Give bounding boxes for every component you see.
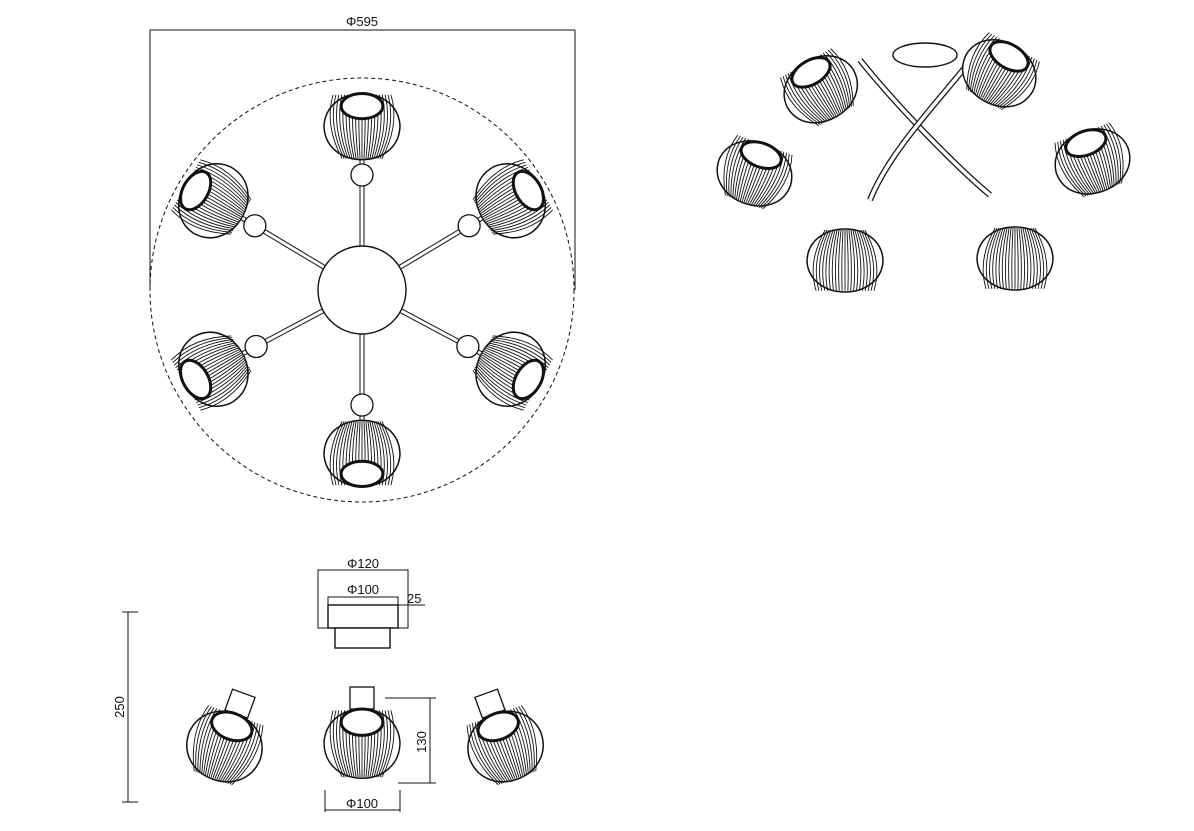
lamp-shade	[171, 159, 252, 239]
lamp-shade	[806, 228, 884, 293]
lamp-shade	[323, 92, 401, 161]
lamp-shade	[1054, 122, 1131, 198]
shade-height-label: 130	[414, 731, 429, 753]
socket	[457, 214, 481, 238]
top-view: Φ595	[149, 14, 576, 503]
canopy-inner-label: Φ100	[347, 582, 379, 597]
socket	[349, 686, 375, 710]
canopy-height-label: 25	[407, 591, 421, 606]
diameter-label: Φ595	[346, 14, 378, 29]
side-view: Φ120 Φ100 25 250 130 Φ100	[112, 556, 544, 812]
perspective-view	[716, 32, 1131, 293]
lamp-shade	[186, 705, 264, 786]
perspective-shades	[716, 32, 1131, 293]
canopy-hub	[317, 245, 407, 335]
top-view-shades	[171, 92, 553, 488]
total-height-label: 250	[112, 696, 127, 718]
lamp-shade	[171, 331, 252, 411]
lamp-shade	[472, 159, 553, 239]
shade-diameter-label: Φ100	[346, 796, 378, 811]
side-view-shades	[186, 686, 544, 786]
socket	[244, 334, 268, 359]
canopy-outer-label: Φ120	[347, 556, 379, 571]
socket	[350, 393, 374, 417]
socket	[350, 163, 374, 187]
socket	[243, 214, 267, 238]
lamp-shade	[976, 226, 1054, 291]
arm-mounts	[334, 627, 391, 649]
lamp-shade	[323, 419, 401, 488]
lamp-shade	[716, 134, 793, 210]
canopy	[892, 42, 958, 68]
lamp-shade	[466, 705, 544, 786]
canopy	[327, 604, 399, 629]
socket	[456, 334, 480, 359]
lamp-shade	[472, 331, 553, 411]
lamp-shade	[323, 707, 401, 780]
lamp-shade	[780, 48, 859, 127]
lamp-shade	[961, 32, 1040, 111]
outer-diameter-circle	[149, 77, 575, 503]
